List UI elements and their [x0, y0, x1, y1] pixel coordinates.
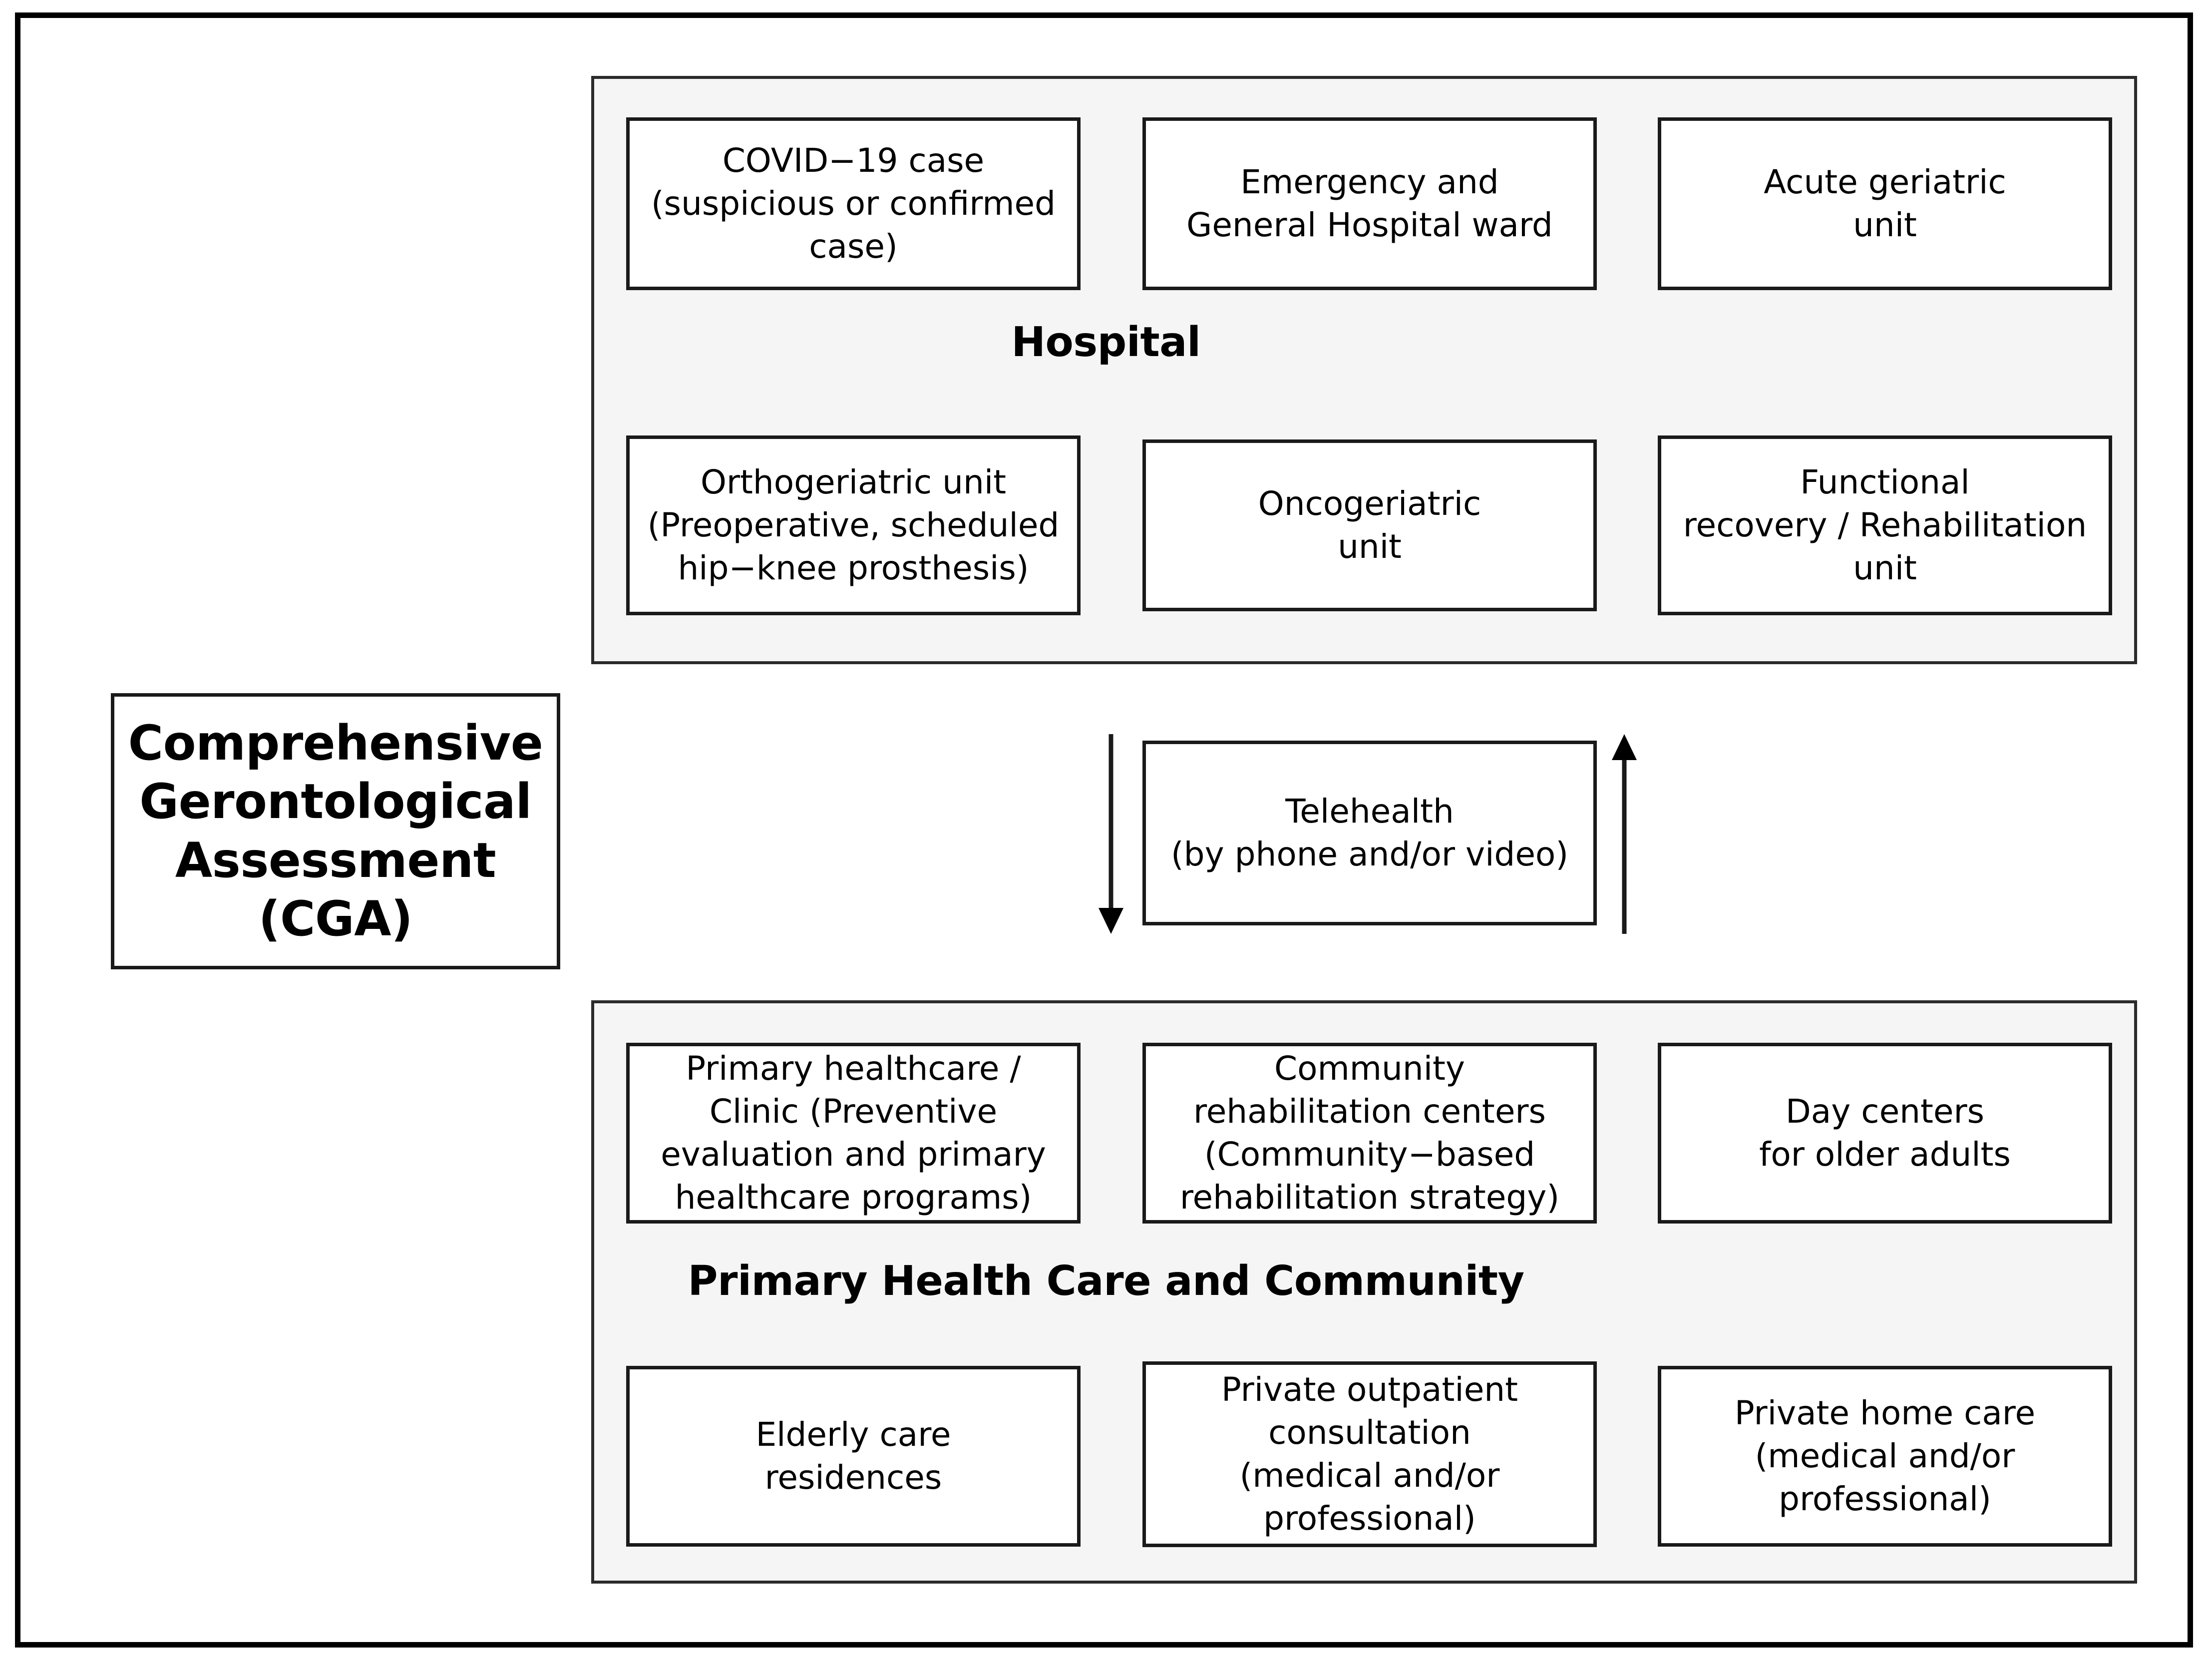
- node-functional-recovery-rehabilitation-unit-label: Functional recovery / Rehabilitation uni…: [1683, 463, 2087, 587]
- node-primary-healthcare-clinic: Primary healthcare / Clinic (Preventive …: [626, 1043, 1081, 1224]
- node-day-centers-older-adults: Day centers for older adults: [1658, 1043, 2112, 1224]
- node-elderly-care-residences: Elderly care residences: [626, 1366, 1081, 1547]
- node-elderly-care-residences-label: Elderly care residences: [755, 1415, 951, 1497]
- node-oncogeriatric-unit-label: Oncogeriatric unit: [1258, 484, 1481, 566]
- node-covid-case-label: COVID−19 case (suspicious or confirmed c…: [651, 141, 1056, 266]
- node-private-outpatient-consultation-label: Private outpatient consultation (medical…: [1221, 1370, 1518, 1538]
- node-private-home-care-label: Private home care (medical and/or profes…: [1734, 1394, 2036, 1518]
- node-emergency-general-hospital-ward-label: Emergency and General Hospital ward: [1186, 163, 1553, 244]
- community-panel-title: Primary Health Care and Community: [688, 1257, 1524, 1305]
- node-telehealth: Telehealth (by phone and/or video): [1142, 741, 1597, 925]
- node-day-centers-older-adults-label: Day centers for older adults: [1759, 1092, 2011, 1174]
- node-community-rehabilitation-centers-label: Community rehabilitation centers (Commun…: [1179, 1049, 1560, 1217]
- node-acute-geriatric-unit-label: Acute geriatric unit: [1764, 163, 2006, 244]
- cga-root-label: Comprehensive Gerontological Assessment …: [128, 715, 543, 947]
- node-acute-geriatric-unit: Acute geriatric unit: [1658, 117, 2112, 290]
- node-oncogeriatric-unit: Oncogeriatric unit: [1142, 439, 1597, 611]
- arrow-up-to-hospital-icon: [1612, 734, 1637, 934]
- node-primary-healthcare-clinic-label: Primary healthcare / Clinic (Preventive …: [661, 1049, 1046, 1217]
- node-private-home-care: Private home care (medical and/or profes…: [1658, 1366, 2112, 1547]
- node-telehealth-label: Telehealth (by phone and/or video): [1170, 792, 1569, 873]
- node-covid-case: COVID−19 case (suspicious or confirmed c…: [626, 117, 1081, 290]
- hospital-panel-title: Hospital: [1011, 319, 1201, 366]
- node-community-rehabilitation-centers: Community rehabilitation centers (Commun…: [1142, 1043, 1597, 1224]
- node-functional-recovery-rehabilitation-unit: Functional recovery / Rehabilitation uni…: [1658, 435, 2112, 615]
- node-orthogeriatric-unit: Orthogeriatric unit (Preoperative, sched…: [626, 435, 1081, 615]
- node-private-outpatient-consultation: Private outpatient consultation (medical…: [1142, 1361, 1597, 1547]
- arrow-down-to-community-icon: [1099, 734, 1123, 934]
- node-orthogeriatric-unit-label: Orthogeriatric unit (Preoperative, sched…: [647, 463, 1060, 587]
- cga-root-node: Comprehensive Gerontological Assessment …: [111, 693, 560, 969]
- node-emergency-general-hospital-ward: Emergency and General Hospital ward: [1142, 117, 1597, 290]
